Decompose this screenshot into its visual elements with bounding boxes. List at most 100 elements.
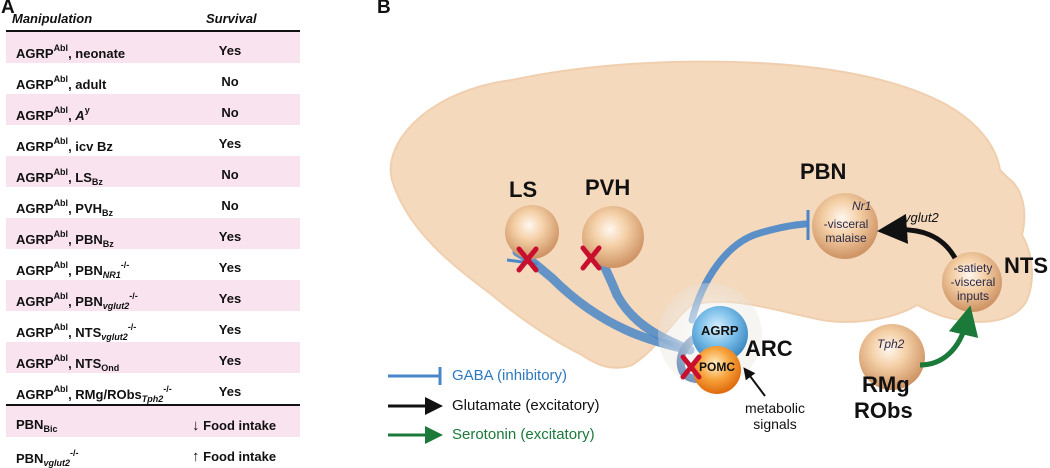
comma: ,	[68, 325, 76, 340]
circuit-svg	[388, 60, 1033, 444]
table-row: AGRPAbl, PBNvglut2-/-Yes	[6, 280, 300, 311]
table-row: AGRPAbl, neonate Yes	[6, 32, 300, 63]
comma: ,	[68, 387, 76, 402]
manipulation-cell: AGRPAbl, RMg/RObsTph2-/-	[16, 384, 172, 404]
manipulation-cell: PBNBic	[16, 417, 57, 434]
brain-circuit-diagram: LS PVH PBN NTS ARC RMg RObs AGRP POMC Nr…	[372, 20, 1050, 456]
effect-arrow: ↓	[192, 417, 200, 434]
modifier-sub: NR1	[102, 270, 121, 280]
robs-label: RObs	[854, 398, 913, 423]
table-header: Manipulation Survival	[6, 6, 300, 30]
manipulation-cell: AGRPAbl, Ay	[16, 105, 90, 123]
nts-nucleus	[942, 252, 1002, 312]
genotype-base: AGRP	[16, 46, 54, 61]
modifier-sub: Tph2	[141, 394, 164, 404]
pomc-x-mark	[680, 354, 702, 380]
modifier: PBN	[75, 263, 103, 278]
agrp-cell	[692, 306, 748, 362]
modifier: neonate	[75, 46, 126, 61]
region: PBN	[16, 417, 44, 432]
comma: ,	[68, 356, 76, 371]
modifier-sub: vglut2	[102, 301, 130, 311]
genotype-sup: Abl	[53, 260, 69, 270]
manipulation-cell: AGRPAbl, LSBz	[16, 167, 103, 187]
pbn-nucleus	[812, 193, 878, 259]
survival-cell: No	[221, 198, 239, 213]
comma: ,	[68, 232, 76, 247]
modifier: RMg/RObs	[75, 387, 142, 402]
genotype-base: AGRP	[16, 294, 54, 309]
manipulation-cell: PBNvglut2-/-	[16, 448, 78, 468]
genotype-sup: Abl	[53, 322, 69, 332]
survival-cell: Yes	[218, 322, 242, 337]
nr1-label: Nr1	[852, 199, 872, 213]
modifier: PBN	[75, 294, 103, 309]
manipulation-cell: AGRPAbl, neonate	[16, 43, 125, 61]
serotonin-arrow	[919, 305, 979, 368]
agrp-label: AGRP	[701, 323, 739, 338]
comma: ,	[68, 46, 76, 61]
legend-glutamate-label: Glutamate (excitatory)	[452, 397, 600, 414]
modifier-sub: Bz	[102, 208, 114, 218]
genotype-base: AGRP	[16, 387, 54, 402]
modifier: PVH	[75, 201, 103, 216]
pomc-cell	[693, 346, 741, 394]
manipulation-cell: AGRPAbl, NTSOnd	[16, 353, 119, 373]
region-sub: Bic	[43, 424, 58, 434]
pbn-inner-line2: malaise	[825, 231, 867, 245]
manipulation-cell: AGRPAbl, icv Bz	[16, 136, 113, 154]
manipulation-cell: AGRPAbl, PVHBz	[16, 198, 113, 218]
survival-cell: Yes	[218, 229, 242, 244]
genotype-base: AGRP	[16, 108, 54, 123]
genotype-sup: Abl	[53, 198, 69, 208]
ls-nucleus	[505, 205, 559, 259]
genotype-base: AGRP	[16, 356, 54, 371]
genotype-sup: Abl	[53, 353, 69, 363]
modifier-subsup: -/-	[163, 384, 172, 394]
effect-label: Food intake	[203, 418, 277, 433]
survival-cell: No	[221, 167, 239, 182]
survival-cell: Yes	[218, 136, 242, 151]
header-rule	[6, 30, 300, 32]
comma: ,	[68, 108, 76, 123]
pbn-inner-line1: -visceral	[823, 217, 869, 231]
comma: ,	[68, 294, 76, 309]
manipulation-header: Manipulation	[12, 11, 93, 26]
brain-silhouette	[389, 60, 1033, 369]
modifier: adult	[75, 77, 107, 92]
genotype-sup: Abl	[53, 105, 69, 115]
genotype-sup: Abl	[53, 43, 69, 53]
pbn-label: PBN	[800, 159, 847, 184]
table-row: AGRPAbl, LSBz No	[6, 156, 300, 187]
pvh-label: PVH	[585, 175, 631, 200]
effect-cell: ↑ Food intake	[192, 448, 276, 465]
modifier: icv Bz	[75, 139, 113, 154]
comma: ,	[68, 170, 76, 185]
legend-gaba-line	[388, 367, 442, 385]
vglut2-label: vglut2	[904, 210, 939, 225]
ls-x-mark	[516, 246, 539, 273]
tph2-label: Tph2	[877, 337, 905, 351]
comma: ,	[68, 263, 76, 278]
genotype-sup: Abl	[53, 291, 69, 301]
manipulation-cell: AGRPAbl, PBNNR1-/-	[16, 260, 129, 280]
pbn-table-row: PBNBic ↓ Food intake	[6, 406, 300, 437]
modifier-sub: Bz	[102, 239, 114, 249]
modifier: LS	[75, 170, 92, 185]
comma: ,	[68, 77, 76, 92]
table-row: AGRPAbl, NTSOnd Yes	[6, 342, 300, 373]
rmg-label: RMg	[862, 372, 910, 397]
comma: ,	[68, 201, 76, 216]
modifier: NTS	[75, 356, 102, 371]
glutamate-arrow	[877, 213, 958, 260]
manipulation-cell: AGRPAbl, PBNvglut2-/-	[16, 291, 138, 311]
survival-cell: No	[221, 74, 239, 89]
metabolic-line2: signals	[753, 416, 797, 432]
table-row: AGRPAbl, NTSvglut2-/-Yes	[6, 311, 300, 342]
genotype-base: AGRP	[16, 139, 54, 154]
survival-cell: Yes	[218, 43, 242, 58]
survival-cell: Yes	[218, 353, 242, 368]
